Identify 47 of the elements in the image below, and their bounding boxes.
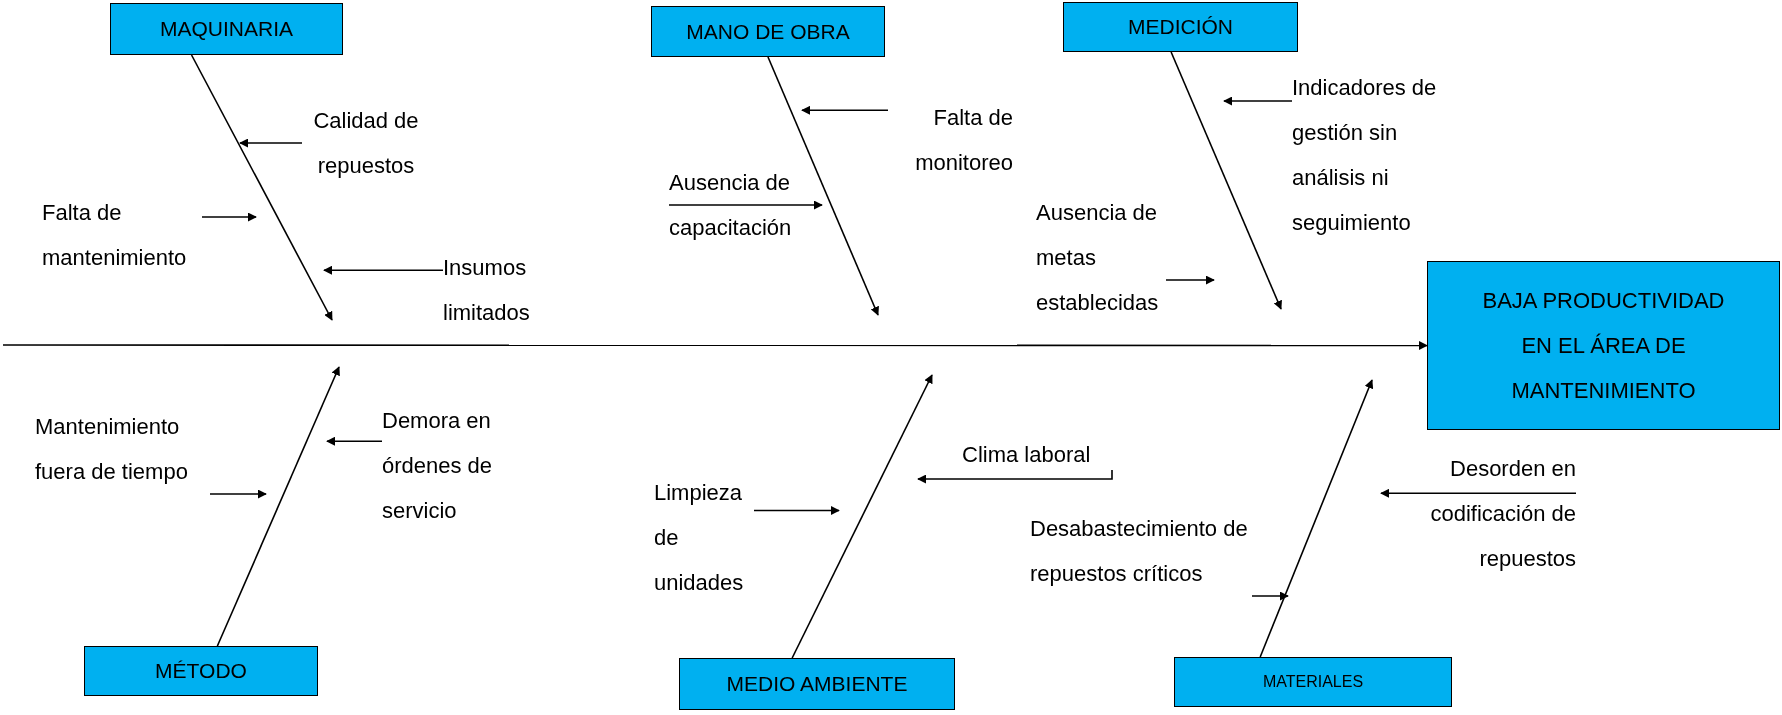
category-label: MEDICIÓN xyxy=(1128,15,1233,39)
cause-label: Falta de monitoreo xyxy=(888,95,1013,185)
cause-label: Demora en órdenes de servicio xyxy=(382,398,507,533)
cause-label: Ausencia de capacitación xyxy=(669,160,809,250)
cause-label: Indicadores de gestión sin análisis ni seguimiento xyxy=(1292,65,1470,245)
arrow xyxy=(1259,379,1374,658)
category-box xyxy=(84,646,318,696)
category-box xyxy=(679,658,955,710)
category-label: MAQUINARIA xyxy=(160,17,293,41)
cause-label: Calidad de repuestos xyxy=(302,98,430,188)
arrow xyxy=(1165,275,1215,285)
category-label: MATERIALES xyxy=(1262,673,1364,691)
effect-label: BAJA PRODUCTIVIDAD EN EL ÁREA DE MANTENIMIENTO xyxy=(1481,287,1726,405)
cause-label: Ausencia de metas establecidas xyxy=(1036,190,1166,325)
arrow xyxy=(216,366,340,647)
category-label: MANO DE OBRA xyxy=(686,19,850,44)
arrow xyxy=(1170,51,1282,310)
category-box xyxy=(651,6,885,57)
arrow xyxy=(791,374,933,659)
cause-label: Desorden en codificación de repuestos xyxy=(1422,446,1576,581)
arrow xyxy=(668,200,823,210)
arrow xyxy=(209,489,267,499)
category-box xyxy=(1063,2,1298,52)
arrow xyxy=(917,469,1113,484)
category-box xyxy=(1174,657,1452,707)
cause-label: Desabastecimiento de repuestos críticos xyxy=(1030,506,1252,596)
cause-label: Clima laboral xyxy=(962,440,1112,470)
effect-box xyxy=(1427,261,1780,430)
arrow xyxy=(2,341,1428,350)
arrow xyxy=(1223,96,1293,106)
arrow xyxy=(201,212,257,222)
arrow xyxy=(767,56,879,316)
arrow xyxy=(801,105,889,115)
arrow xyxy=(1251,591,1289,601)
cause-label: Insumos limitados xyxy=(443,245,543,335)
arrow xyxy=(190,54,333,321)
category-label: MEDIO AMBIENTE xyxy=(726,672,908,696)
category-box xyxy=(110,3,343,55)
cause-label: Limpieza de unidades xyxy=(654,470,754,605)
arrow xyxy=(323,265,444,275)
cause-label: Falta de mantenimiento xyxy=(42,190,202,280)
arrow xyxy=(1380,488,1577,498)
arrow xyxy=(753,506,840,515)
arrow xyxy=(239,138,303,148)
cause-label: Mantenimiento fuera de tiempo xyxy=(35,404,210,494)
arrow xyxy=(326,436,383,446)
category-label: MÉTODO xyxy=(155,659,247,683)
